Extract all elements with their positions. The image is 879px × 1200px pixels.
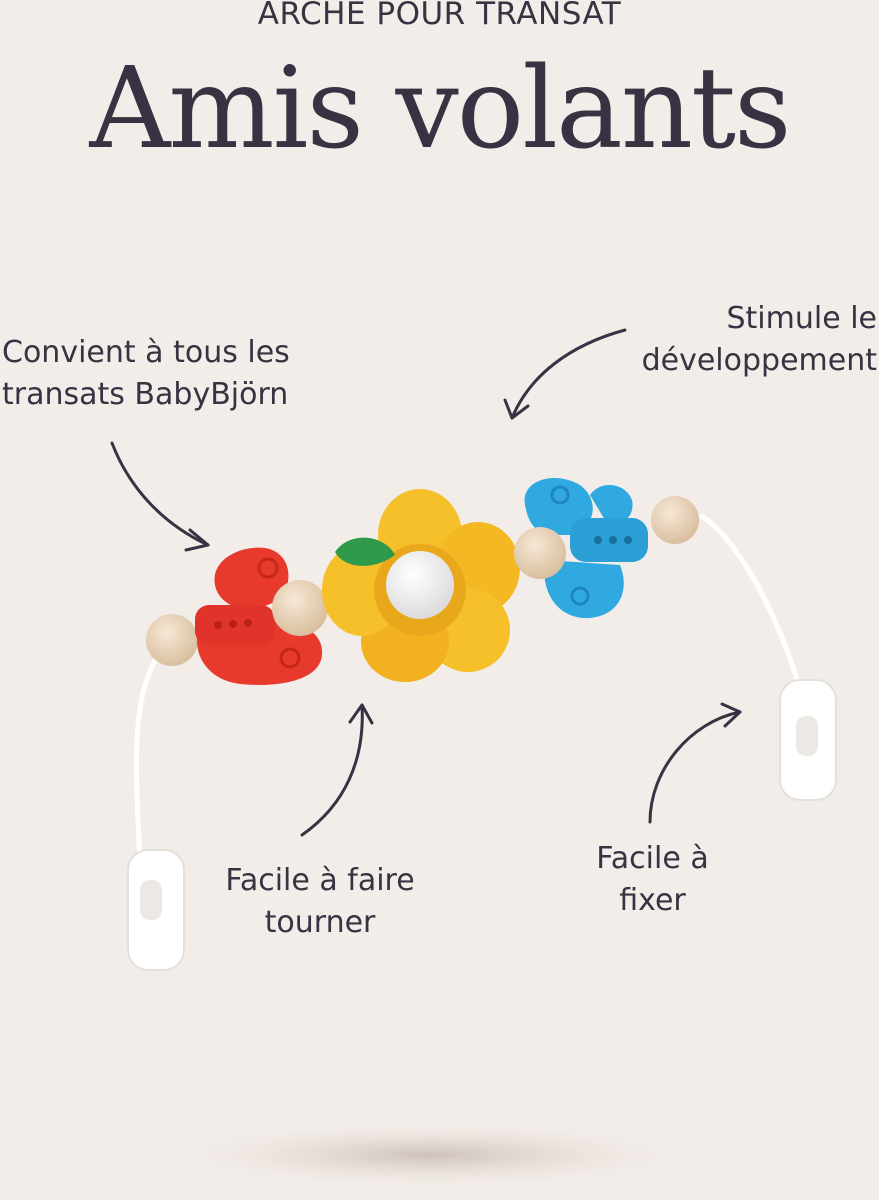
eyebrow-heading: ARCHE POUR TRANSAT <box>257 0 622 32</box>
floor-shadow <box>180 1123 680 1187</box>
right-clip <box>779 679 837 801</box>
right-bead <box>651 496 699 544</box>
callout-easy-rotate: Facile à faire tourner <box>160 860 480 944</box>
left-bead <box>146 614 198 666</box>
red-butterfly <box>195 547 323 685</box>
callout-attach-line2: fixer <box>619 883 686 918</box>
callout-development: Stimule le développement <box>642 298 877 382</box>
page-title: Amis volants <box>89 44 792 174</box>
arrow-fits-head <box>184 528 210 552</box>
callout-development-line2: développement <box>641 343 877 378</box>
arrow-attach-head <box>720 702 742 728</box>
callout-rotate-line1: Facile à faire <box>225 863 415 898</box>
arrow-fits <box>110 441 210 547</box>
left-clip <box>127 849 185 971</box>
callout-rotate-line2: tourner <box>264 905 376 940</box>
callout-fits-line2: transats BabyBjörn <box>2 377 289 412</box>
arrow-development <box>510 328 627 420</box>
arrow-attach <box>648 710 742 824</box>
callout-fits-line1: Convient à tous les <box>2 335 290 370</box>
flower-center-ball <box>386 551 454 619</box>
callout-easy-attach: Facile à fixer <box>570 838 735 922</box>
arrow-rotate <box>300 703 364 837</box>
arrow-rotate-head <box>348 703 374 725</box>
left-wire <box>133 643 167 861</box>
right-wire <box>698 512 803 691</box>
blue-butterfly <box>524 477 648 619</box>
center-right-bead <box>514 527 566 579</box>
center-left-bead <box>272 580 328 636</box>
yellow-flower <box>322 489 520 682</box>
callout-fits-all-bouncers: Convient à tous les transats BabyBjörn <box>2 332 290 416</box>
callout-attach-line1: Facile à <box>596 841 709 876</box>
callout-development-line1: Stimule le <box>726 301 878 336</box>
arrow-development-head <box>503 398 530 420</box>
